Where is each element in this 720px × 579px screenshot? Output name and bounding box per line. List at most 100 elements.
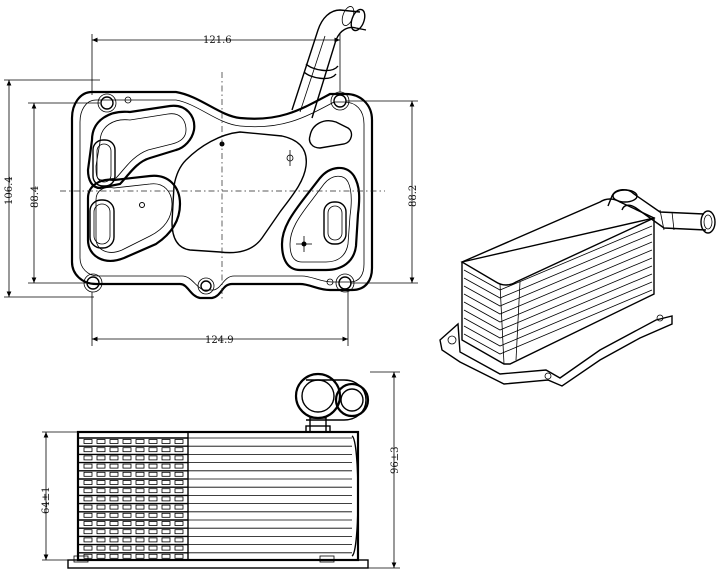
flange-outline bbox=[70, 90, 374, 300]
bundle-cell bbox=[109, 496, 119, 502]
side-view: 64±1 96±3 bbox=[41, 371, 401, 569]
bundle-cell bbox=[135, 553, 145, 559]
bundle-cell bbox=[83, 545, 93, 551]
bundle-cell bbox=[109, 545, 119, 551]
bundle-cell bbox=[122, 439, 132, 444]
bundle-cell bbox=[122, 447, 132, 453]
bolt-hole-bottom-center bbox=[200, 280, 212, 292]
left-upper-channel bbox=[86, 104, 196, 190]
dim-left-outer-height: 106.4 bbox=[4, 176, 15, 205]
bundle-cell bbox=[96, 496, 106, 502]
dim-side-left-height: 64±1 bbox=[41, 487, 52, 514]
iso-core-front bbox=[461, 217, 655, 365]
bolt-hole-bottom-left bbox=[86, 276, 100, 290]
bundle-cell bbox=[83, 488, 93, 494]
bundle-cell bbox=[96, 463, 106, 469]
bundle-cell bbox=[96, 480, 106, 485]
bundle-cell bbox=[161, 537, 171, 543]
bundle-cell bbox=[96, 512, 106, 518]
bundle-cell bbox=[174, 521, 184, 526]
bundle-cell bbox=[109, 447, 119, 453]
bundle-cell bbox=[148, 455, 158, 461]
bundle-cell bbox=[174, 439, 184, 444]
bolt-hole-small bbox=[124, 96, 132, 104]
bundle-cell bbox=[148, 439, 158, 444]
bundle-cell bbox=[83, 537, 93, 543]
bundle-cell bbox=[161, 553, 171, 559]
bundle-cell bbox=[96, 471, 106, 477]
bundle-cell bbox=[83, 529, 93, 535]
bundle-cell bbox=[161, 496, 171, 502]
bundle-cell bbox=[109, 512, 119, 518]
bundle-cell bbox=[109, 471, 119, 477]
dim-top-width: 121.6 bbox=[203, 35, 232, 46]
bundle-cell bbox=[161, 439, 171, 444]
bundle-cell bbox=[174, 455, 184, 461]
bundle-cell bbox=[135, 504, 145, 510]
bundle-cell bbox=[83, 504, 93, 510]
bundle-cell bbox=[135, 496, 145, 502]
left-lower-port bbox=[89, 199, 115, 249]
bundle-cell bbox=[135, 447, 145, 453]
bundle-cell bbox=[161, 529, 171, 535]
dim-right-height: 88.2 bbox=[408, 185, 419, 207]
bundle-cell bbox=[122, 553, 132, 559]
bundle-cell bbox=[148, 471, 158, 477]
inlet-pipe-top bbox=[291, 6, 367, 119]
iso-pipe bbox=[607, 189, 716, 234]
right-port bbox=[323, 201, 347, 245]
bundle-cell bbox=[122, 504, 132, 510]
bundle-cell bbox=[174, 553, 184, 559]
bundle-cell bbox=[96, 447, 106, 453]
bundle-cell bbox=[83, 496, 93, 502]
bundle-cell bbox=[135, 488, 145, 494]
bundle-cell bbox=[83, 512, 93, 518]
bundle-cell bbox=[148, 480, 158, 485]
bundle-cell bbox=[122, 480, 132, 485]
top-view: 121.6 124.9 106.4 88.4 88.2 bbox=[4, 6, 419, 346]
bundle-cell bbox=[161, 545, 171, 551]
bundle-cell bbox=[83, 447, 93, 453]
bundle-cell bbox=[122, 488, 132, 494]
bundle-cell bbox=[83, 471, 93, 477]
bundle-cell bbox=[148, 496, 158, 502]
bundle-cell bbox=[83, 439, 93, 444]
bundle-cell bbox=[174, 447, 184, 453]
bundle-cell bbox=[135, 480, 145, 485]
bundle-cell bbox=[148, 529, 158, 535]
top-right-cutout bbox=[308, 120, 353, 149]
bundle-cell bbox=[148, 504, 158, 510]
bundle-cell bbox=[109, 488, 119, 494]
side-base bbox=[67, 559, 369, 569]
bundle-cell bbox=[161, 463, 171, 469]
bundle-cell bbox=[122, 537, 132, 543]
bundle-cell bbox=[135, 529, 145, 535]
bundle-cell bbox=[174, 488, 184, 494]
bundle-cell bbox=[174, 512, 184, 518]
bundle-cell bbox=[83, 521, 93, 526]
bundle-cell bbox=[148, 488, 158, 494]
side-fins bbox=[188, 437, 352, 554]
bundle-cell bbox=[161, 504, 171, 510]
bundle-cell bbox=[122, 521, 132, 526]
right-channel bbox=[280, 166, 361, 272]
bundle-cell bbox=[161, 512, 171, 518]
bundle-cell bbox=[161, 455, 171, 461]
bundle-cell bbox=[135, 471, 145, 477]
bundle-cell bbox=[96, 537, 106, 543]
bundle-cell bbox=[148, 553, 158, 559]
bundle-cell bbox=[174, 463, 184, 469]
center-recess bbox=[171, 131, 307, 254]
bundle-cell bbox=[83, 480, 93, 485]
left-upper-port bbox=[92, 139, 116, 187]
bundle-cell bbox=[135, 537, 145, 543]
bundle-cell bbox=[109, 480, 119, 485]
bundle-cell bbox=[135, 455, 145, 461]
bundle-cell bbox=[148, 521, 158, 526]
dim-left-inner-height: 88.4 bbox=[30, 186, 41, 208]
bundle-cell bbox=[174, 537, 184, 543]
bundle-cell bbox=[109, 455, 119, 461]
iso-core-top bbox=[460, 198, 656, 286]
bolt-holes bbox=[83, 91, 355, 295]
